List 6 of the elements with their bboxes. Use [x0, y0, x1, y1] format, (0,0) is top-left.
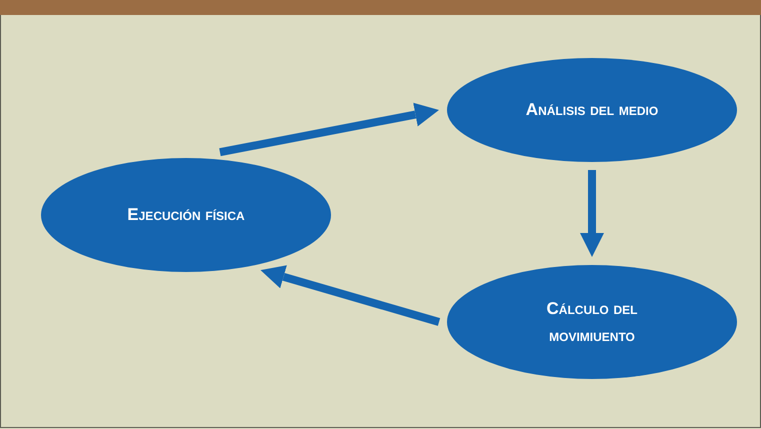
arrow [260, 265, 440, 326]
node-label: Análisis del medio [526, 99, 658, 122]
node-label: Ejecución física [127, 204, 245, 226]
arrow [580, 170, 604, 257]
node-label: Cálculo del movimiuento [546, 298, 638, 347]
arrow [219, 102, 439, 156]
